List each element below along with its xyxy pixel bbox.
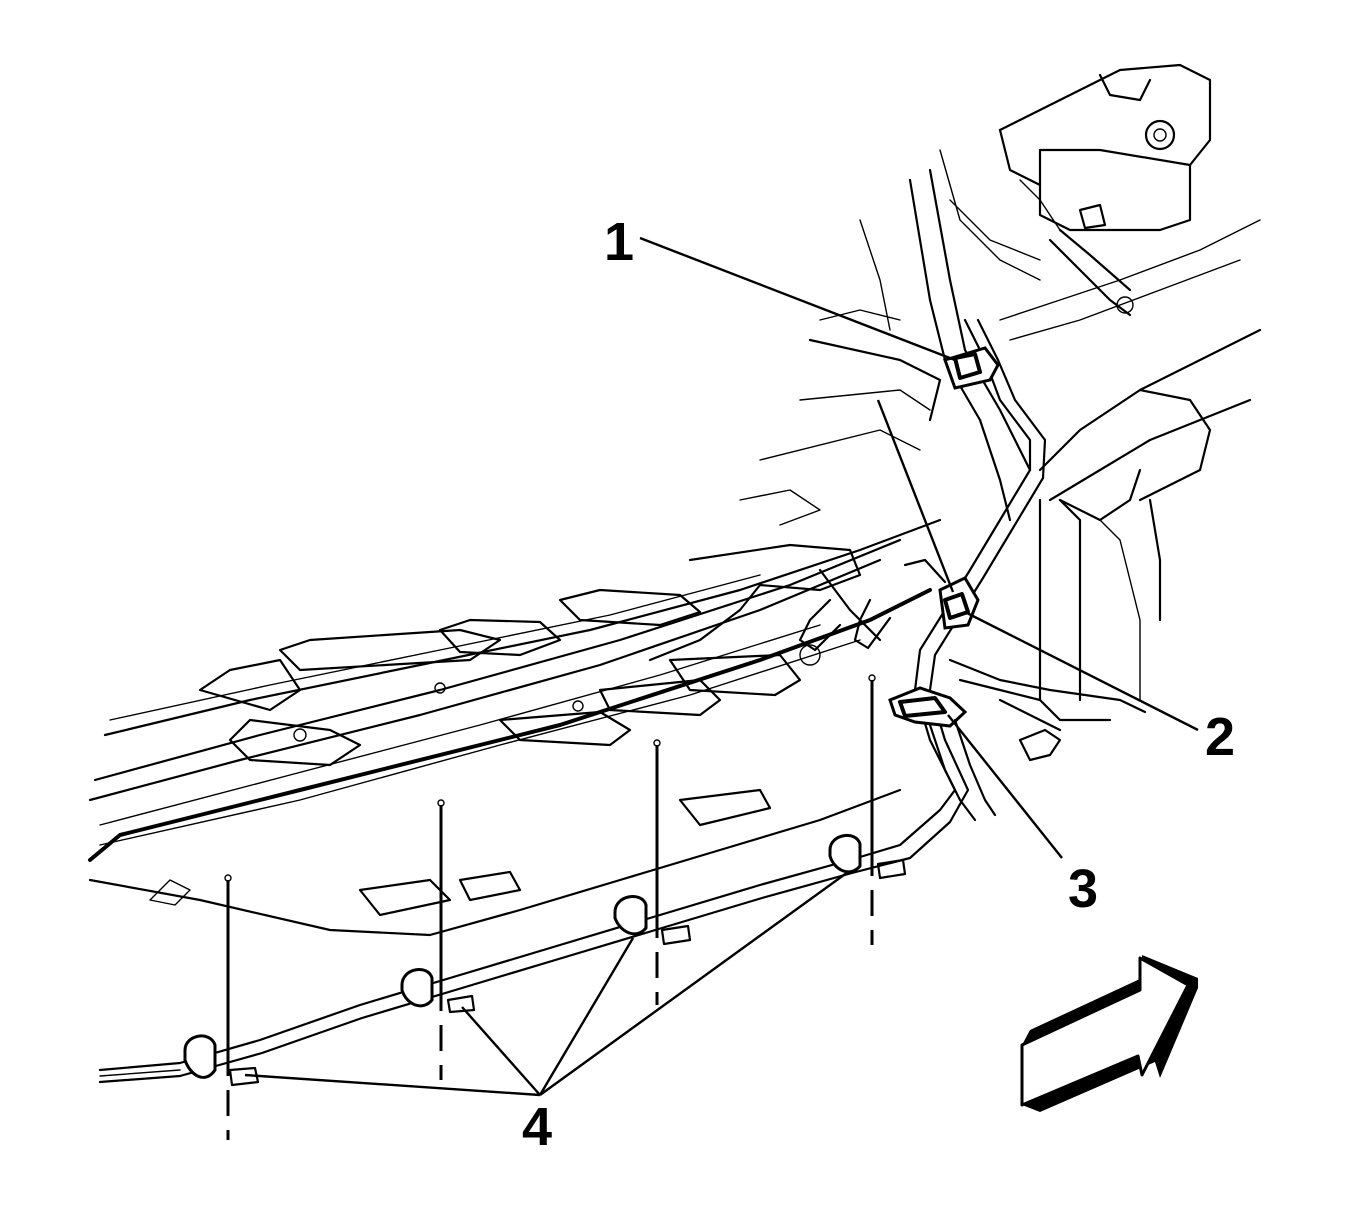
leader-4d — [539, 871, 849, 1096]
clip-upper — [943, 346, 1000, 390]
leader-3 — [947, 714, 1063, 859]
leader-2b — [876, 399, 955, 593]
leader-1 — [639, 236, 956, 362]
clip-fastener-lines — [224, 674, 876, 1140]
callout-1: 1 — [604, 212, 635, 272]
clip-lower — [888, 686, 1062, 822]
leader-4c — [538, 937, 635, 1096]
clip-middle — [903, 558, 980, 630]
callout-4: 4 — [522, 1097, 553, 1157]
callout-3: 3 — [1068, 859, 1099, 919]
floor-pan — [88, 518, 942, 937]
control-module — [998, 63, 1212, 317]
leader-4a — [244, 1073, 541, 1097]
leader-lines — [244, 236, 1199, 1097]
front-direction-arrow-icon — [1020, 955, 1198, 1112]
pipe-clips — [183, 834, 907, 1087]
leader-4b — [461, 1006, 541, 1096]
leader-2a — [964, 610, 1199, 732]
callout-2: 2 — [1205, 707, 1236, 767]
rear-wheelhouse — [859, 149, 1262, 732]
